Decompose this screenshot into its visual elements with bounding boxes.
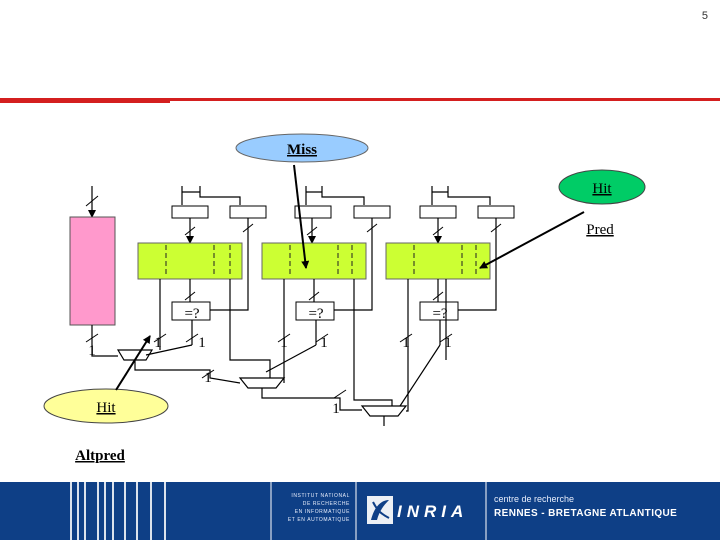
comparator-label-1: =? — [184, 306, 199, 322]
bit-label-mux-2: 1 — [332, 401, 340, 417]
hash-box-tag-3 — [477, 205, 515, 219]
footer-stripe — [112, 482, 114, 540]
mux-3 — [360, 405, 408, 417]
miss-ellipse — [235, 133, 369, 163]
hash-box-tag-2 — [353, 205, 391, 219]
bit-label-mux-1: 1 — [204, 370, 212, 386]
tagged-table-1 — [137, 242, 243, 280]
hash-box-tag-1 — [229, 205, 267, 219]
footer-stripe — [84, 482, 86, 540]
footer-stripe — [104, 482, 106, 540]
footer-stripe — [136, 482, 138, 540]
altpred-label: Altpred — [75, 448, 125, 464]
institute-line: DE RECHERCHE — [302, 501, 350, 507]
base-index-slash — [85, 195, 99, 207]
bit-label-t2-a: 1 — [280, 335, 288, 351]
hash-box-index-1 — [171, 205, 209, 219]
bit-label-t3-a: 1 — [402, 335, 410, 351]
tage-predictor-diagram: Miss Hit Pred Hit Altpred — [43, 133, 646, 464]
bit-width-slashes — [85, 333, 453, 399]
miss-label: Miss — [287, 142, 317, 158]
institute-line: INSTITUT NATIONAL — [291, 493, 350, 499]
mux-wiring — [91, 325, 447, 426]
hit-bottom-ellipse — [43, 388, 169, 424]
tagged-component-3 — [385, 186, 515, 345]
hit-top-ellipse — [558, 169, 646, 205]
footer-stripe — [164, 482, 166, 540]
centre-label: centre de recherche — [494, 494, 575, 504]
tagged-table-3 — [385, 242, 491, 280]
tagged-table-2 — [261, 242, 367, 280]
footer-stripe — [77, 482, 79, 540]
inria-logo-mark — [367, 496, 393, 524]
mux-2 — [238, 377, 286, 389]
header-rule-right — [170, 98, 720, 101]
hash-box-index-3 — [419, 205, 457, 219]
centre-name: RENNES - BRETAGNE ATLANTIQUE — [494, 508, 678, 519]
tagged-component-2 — [261, 186, 391, 345]
hit-top-label: Hit — [592, 181, 612, 197]
base-predictor-table — [69, 216, 116, 326]
hash-box-index-2 — [294, 205, 332, 219]
hit-bottom-label: Hit — [96, 400, 116, 416]
footer-divider — [355, 482, 357, 540]
pred-label: Pred — [586, 222, 614, 238]
footer-stripe — [124, 482, 126, 540]
footer-stripe — [70, 482, 72, 540]
footer-stripe — [150, 482, 152, 540]
bit-label-t1-b: 1 — [198, 335, 206, 351]
footer-divider — [270, 482, 272, 540]
highlight-arrows — [115, 164, 585, 391]
comparator-label-3: =? — [432, 306, 447, 322]
institute-line: EN INFORMATIQUE — [294, 509, 350, 515]
bit-label-t1-a: 1 — [154, 335, 162, 351]
inria-logo-text: INRIA — [397, 502, 469, 521]
footer-bar: INSTITUT NATIONAL DE RECHERCHE EN INFORM… — [0, 482, 720, 540]
page-number: 5 — [701, 10, 708, 22]
comparator-label-2: =? — [308, 306, 323, 322]
header-rule-left — [0, 98, 170, 103]
bit-label-t3-b: 1 — [444, 335, 452, 351]
footer-stripe — [97, 482, 99, 540]
footer-divider — [485, 482, 487, 540]
bit-label-t2-b: 1 — [320, 335, 328, 351]
bit-label-base: 1 — [88, 343, 96, 359]
institute-name: INSTITUT NATIONAL DE RECHERCHE EN INFORM… — [272, 492, 350, 524]
institute-line: ET EN AUTOMATIQUE — [287, 517, 350, 523]
tagged-component-1 — [137, 186, 267, 345]
